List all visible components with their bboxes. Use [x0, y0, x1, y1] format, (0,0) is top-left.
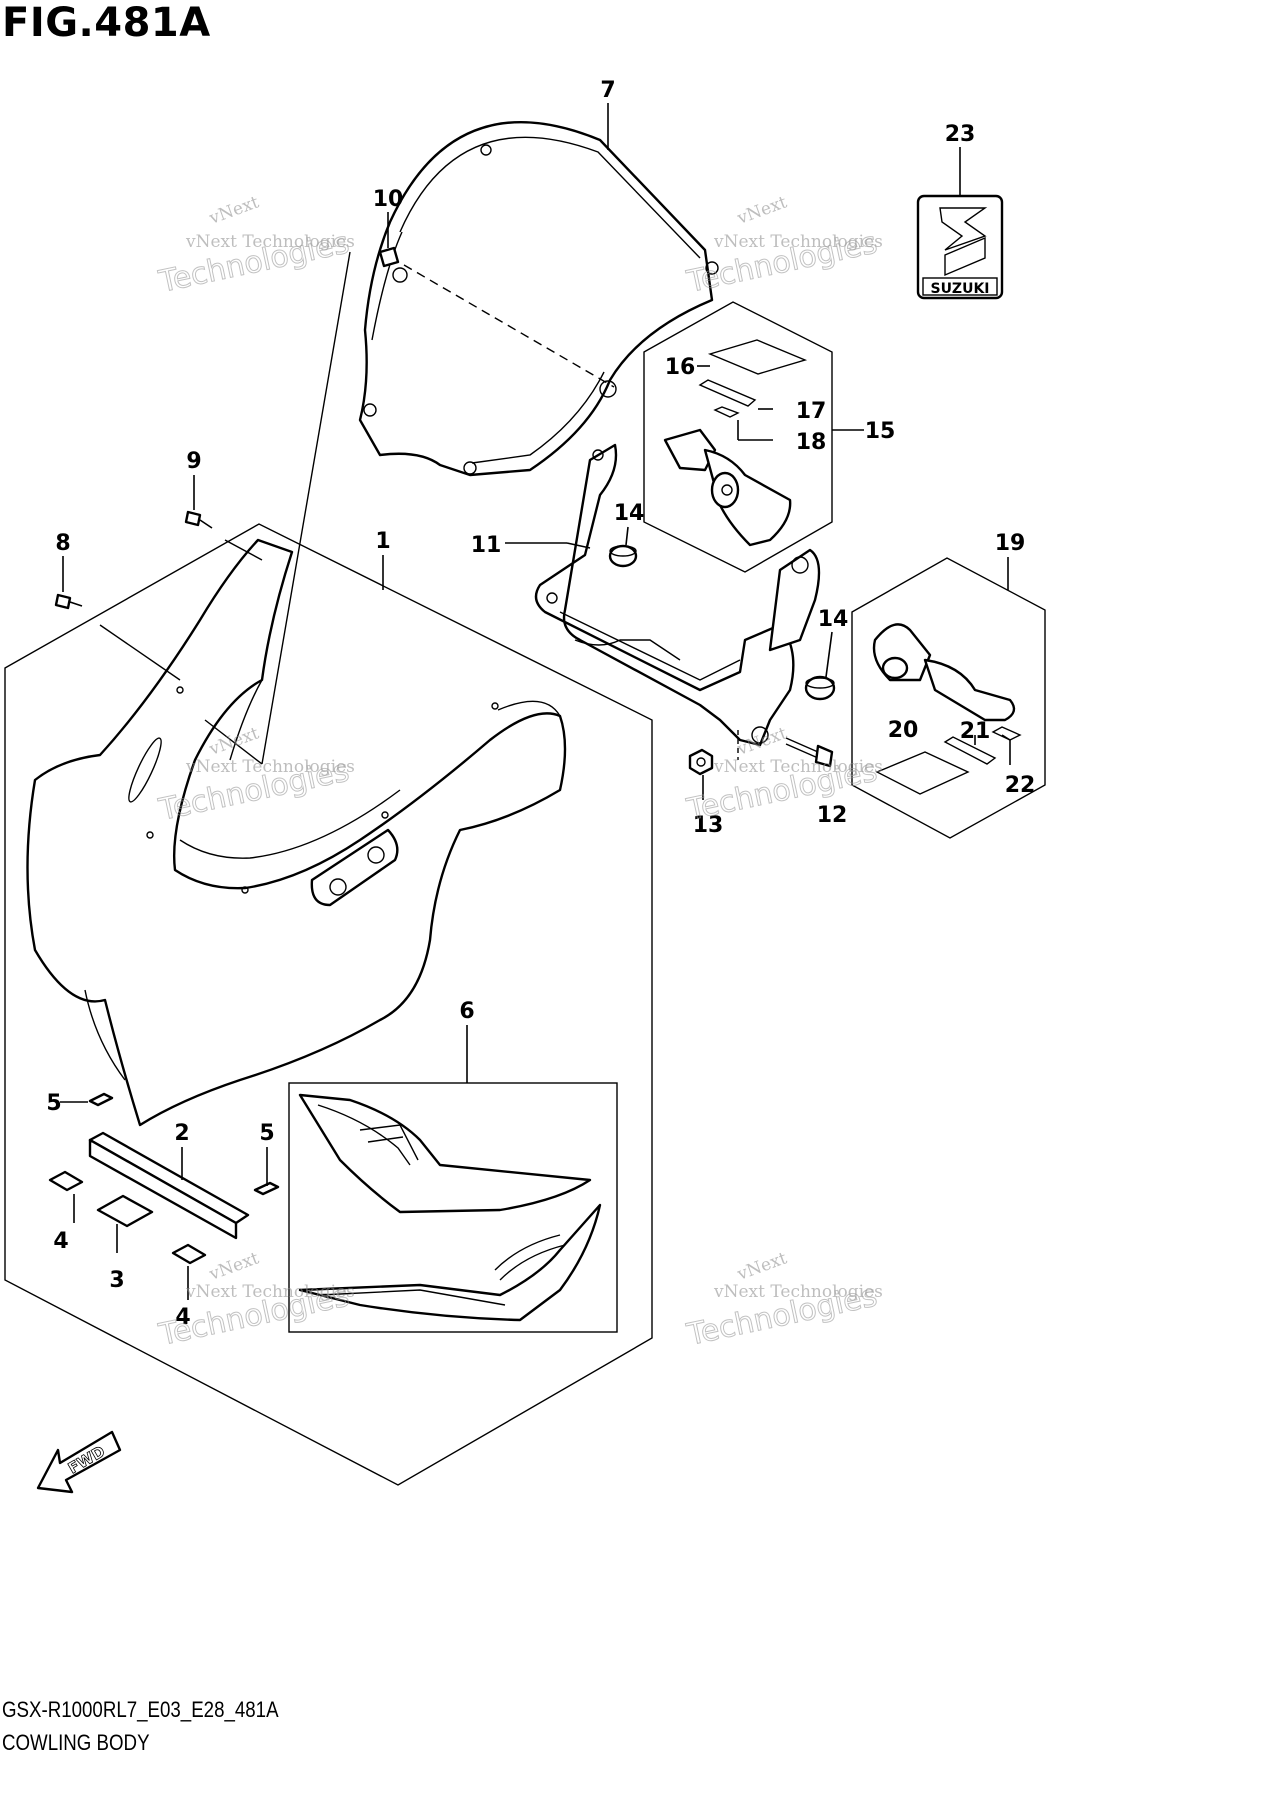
callout-21: 21	[960, 719, 991, 744]
windscreen-part	[358, 120, 719, 477]
watermark-text: vNext Technologies	[185, 232, 355, 252]
callout-8: 8	[55, 531, 70, 556]
callout-14b: 14	[818, 607, 849, 632]
mirror-part-15	[663, 428, 792, 547]
fwd-arrow-icon: FWD	[36, 1430, 122, 1494]
callout-15: 15	[865, 419, 896, 444]
callout-6: 6	[459, 999, 474, 1024]
mirror-kit-frame-15	[643, 301, 833, 573]
callout-13: 13	[693, 813, 724, 838]
watermark-text: vNext Technologies	[185, 757, 355, 777]
pad-16	[707, 339, 808, 375]
mirror-part-19	[872, 623, 1016, 722]
callout-4a: 4	[53, 1229, 68, 1254]
watermark-text: vNext Technologies	[713, 757, 883, 777]
pad-4a	[48, 1170, 84, 1192]
pad-20	[875, 751, 970, 795]
strip-21	[943, 736, 997, 765]
watermark-text: vNext	[206, 1248, 262, 1285]
side-panel-upper-part	[298, 1093, 592, 1214]
section-name: COWLING BODY	[2, 1730, 150, 1755]
callout-3: 3	[109, 1268, 124, 1293]
callout-5a: 5	[46, 1091, 61, 1116]
mirror-kit-frame-19	[851, 557, 1046, 839]
strip-2	[88, 1131, 250, 1240]
watermark-bottom-right: vNext vNext Technologies Technologies	[683, 1248, 883, 1353]
watermark-text: vNext Technologies	[713, 1282, 883, 1302]
callout-4b: 4	[175, 1305, 190, 1330]
model-code: GSX-R1000RL7_E03_E28_481A	[2, 1697, 279, 1722]
callout-20: 20	[888, 718, 919, 743]
strip-18	[713, 406, 740, 418]
strip-17	[698, 379, 757, 407]
callout-12: 12	[817, 803, 848, 828]
watermark-bottom-left: vNext vNext Technologies Technologies	[155, 1248, 355, 1353]
screw-8	[54, 593, 83, 610]
watermark-text: vNext Technologies	[185, 1282, 355, 1302]
watermark-text: vNext	[206, 723, 262, 760]
upper-cowl-part	[26, 538, 567, 1127]
cowling-assembly-frame	[4, 523, 653, 1486]
suzuki-badge-text: SUZUKI	[930, 281, 989, 297]
callout-18: 18	[796, 430, 827, 455]
side-panel-box-6	[288, 1082, 618, 1333]
clip-5a	[88, 1092, 114, 1107]
nut-13	[688, 748, 714, 776]
cowling-bracket-part	[534, 443, 821, 747]
watermark-text: vNext	[206, 192, 262, 229]
callout-14a: 14	[614, 501, 645, 526]
watermark-text: vNext Technologies	[713, 232, 883, 252]
nut-10	[378, 246, 400, 268]
clip-5b	[253, 1181, 280, 1196]
bolt-12	[785, 737, 834, 768]
side-panel-lower-part	[298, 1203, 602, 1322]
callout-16: 16	[665, 355, 696, 380]
callout-19: 19	[995, 531, 1026, 556]
callout-22: 22	[1005, 773, 1036, 798]
callout-9: 9	[186, 449, 201, 474]
callout-10: 10	[373, 187, 404, 212]
callout-5b: 5	[259, 1121, 274, 1146]
watermark-mid-right: vNext vNext Technologies Technologies	[683, 723, 883, 828]
callout-17: 17	[796, 399, 827, 424]
suzuki-emblem-23: SUZUKI	[916, 194, 1004, 300]
pad-4b	[171, 1243, 207, 1265]
watermark-top-left: vNext vNext Technologies Technologies	[155, 192, 355, 300]
figure-title: FIG.481A	[2, 0, 211, 46]
callout-2: 2	[174, 1121, 189, 1146]
pad-3	[96, 1194, 154, 1228]
watermark-text: vNext	[734, 192, 790, 229]
callout-1: 1	[375, 529, 390, 554]
callout-23: 23	[945, 122, 976, 147]
watermark-top-right: vNext vNext Technologies Technologies	[683, 192, 883, 300]
watermark-text: vNext	[734, 1248, 790, 1285]
callout-7: 7	[600, 78, 615, 103]
callout-11: 11	[471, 533, 502, 558]
screw-9	[184, 510, 213, 529]
